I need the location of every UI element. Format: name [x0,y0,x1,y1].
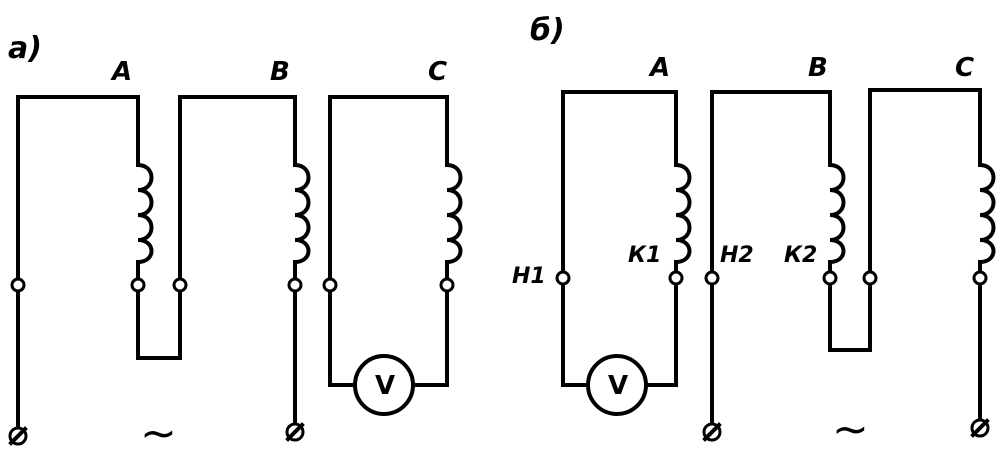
diagram-a-terminal-b-end [287,277,303,293]
diagram-b-coil-c [978,163,996,264]
diagram-a-phase-c-loop [328,95,449,284]
diagram-a-coil-b [293,163,311,264]
diagram-a-left-lead [16,95,140,432]
diagram-a-coil-a [136,163,154,264]
diagram-b-ac-source-symbol: ~ [832,404,869,455]
diagram-a-label: а) [8,31,42,66]
diagram-b-label: б) [530,13,565,48]
diagram-a-phase-c-label: C [428,57,447,87]
diagram-a-terminal-left [10,277,26,293]
diagram-b-terminal-h1 [555,270,571,286]
diagram-b-terminal-k1 [668,270,684,286]
diagram-b-terminal-k2 [822,270,838,286]
diagram-b-terminal-k2-label: К2 [784,243,817,268]
diagram-a: а) A B C V ~ [8,31,463,455]
diagram-a-coil-c [445,163,463,264]
diagram-b-terminal-h2-label: Н2 [720,243,754,268]
diagram-a-terminal-b-start [172,277,188,293]
diagram-b-coil-b [828,163,846,264]
diagram-a-phase-a-label: A [110,57,132,87]
diagram-b-phase-c-lead [868,88,982,274]
diagram-b-terminal-c-start [862,270,878,286]
diagram-a-voltmeter [353,354,415,416]
diagram-a-phase-b-label: B [270,57,290,87]
diagram-a-voltmeter-label: V [375,371,395,401]
diagram-b-terminal-k1-label: К1 [628,243,661,268]
diagram-a-ac-source-symbol: ~ [140,408,177,455]
diagram-b-phase-b-lead [710,90,832,427]
diagram-b-terminal-h1-label: Н1 [512,264,546,289]
diagram-a-terminal-a-end [130,277,146,293]
diagram-b-voltmeter [586,354,648,416]
diagram-b-coil-a [674,163,692,264]
diagram-b-phase-a-loop [561,90,678,274]
diagram-b-series-link [828,282,872,352]
diagram-b-terminal-h2 [704,270,720,286]
diagram-b-phase-b-label: B [808,53,828,83]
diagram-b: б) A B C V Н1 К1 Н2 К2 [512,13,996,455]
diagram-a-terminal-c-start [322,277,338,293]
diagram-a-terminal-c-end [439,277,455,293]
diagram-b-voltmeter-label: V [608,371,628,401]
diagram-a-series-link [136,286,182,360]
diagram-b-phase-c-label: C [955,53,974,83]
diagram-a-phase-b-lead [178,95,297,284]
diagram-b-terminal-c-end [972,270,988,286]
diagram-b-phase-a-label: A [648,53,670,83]
